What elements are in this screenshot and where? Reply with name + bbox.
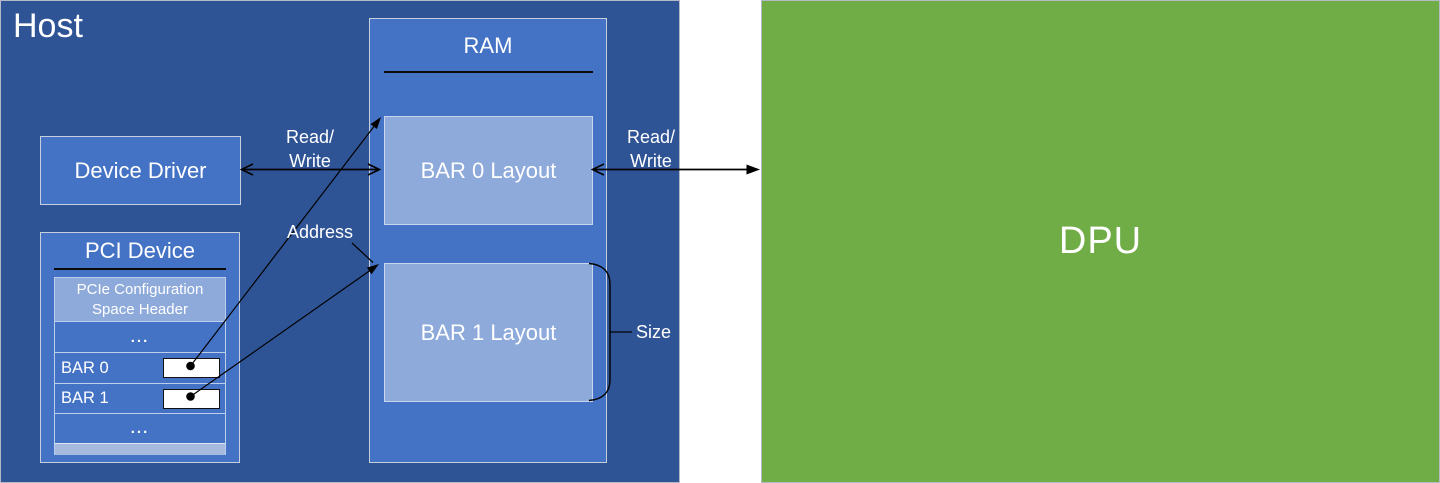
device-driver-box: Device Driver <box>40 136 241 205</box>
read-write-label-host: Read/ Write <box>285 127 335 171</box>
ram-box: RAM BAR 0 Layout BAR 1 Layout <box>369 18 607 463</box>
bar1-layout-label: BAR 1 Layout <box>420 319 557 345</box>
bar1-layout-box: BAR 1 Layout <box>384 263 593 402</box>
ellipsis-label: ... <box>130 420 150 437</box>
bar1-value-box <box>163 388 220 409</box>
table-row-config-header: PCIe Configuration Space Header <box>55 278 225 321</box>
ram-title: RAM <box>463 33 513 58</box>
bar1-label: BAR 1 <box>61 389 109 407</box>
dpu-box: DPU <box>761 0 1440 483</box>
bar0-layout-box: BAR 0 Layout <box>384 116 593 225</box>
table-row-bar1: BAR 1 <box>55 383 225 413</box>
table-row-ellipsis: ... <box>55 413 225 443</box>
pci-config-table: PCIe Configuration Space Header ... BAR … <box>54 277 226 455</box>
table-row-bar0: BAR 0 <box>55 352 225 383</box>
host-title: Host <box>13 7 83 45</box>
read-write-label-dpu: Read/ Write <box>626 127 676 171</box>
device-driver-label: Device Driver <box>74 157 207 183</box>
table-footer-row <box>55 443 225 455</box>
pci-title-underline <box>54 268 226 270</box>
bar0-label: BAR 0 <box>61 358 109 377</box>
ellipsis-label: ... <box>130 328 150 346</box>
table-row-ellipsis: ... <box>55 321 225 352</box>
bar0-value-box <box>163 358 220 378</box>
bar0-layout-label: BAR 0 Layout <box>420 157 557 183</box>
size-label: Size <box>636 322 672 342</box>
pci-device-title: PCI Device <box>84 238 196 263</box>
address-label: Address <box>286 222 354 242</box>
pci-device-box: PCI Device PCIe Configuration Space Head… <box>40 232 240 463</box>
ram-title-underline <box>384 71 593 73</box>
config-header-label: PCIe Configuration Space Header <box>76 281 204 318</box>
dpu-label: DPU <box>1058 220 1143 262</box>
